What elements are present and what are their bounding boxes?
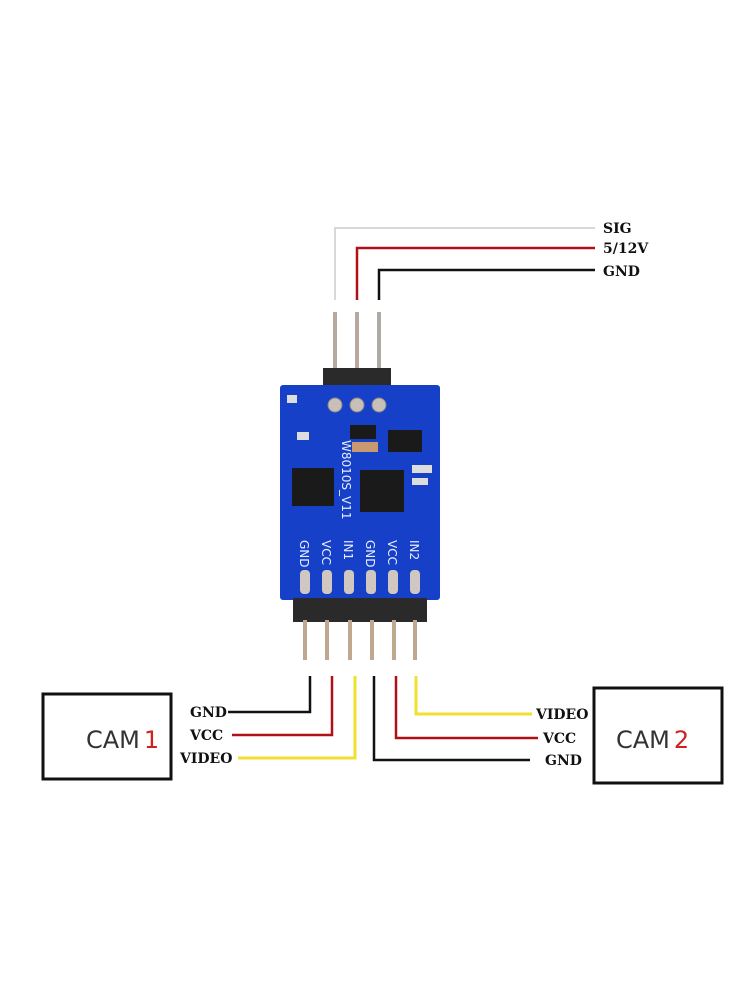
top-wires: [334, 227, 595, 300]
bottom-silk-labels: GND VCC IN1 GND VCC IN2: [297, 540, 421, 568]
cam2-number: 2: [674, 726, 689, 754]
cam1-label-gnd: GND: [190, 705, 227, 721]
cam1-number: 1: [144, 726, 159, 754]
sig-wire: [334, 227, 595, 300]
cam2-label-gnd: GND: [545, 753, 582, 769]
top-pin-header: [323, 312, 391, 390]
cam2-wires: [372, 676, 538, 762]
bottom-pin-header: [293, 598, 427, 660]
silk-in2: IN2: [407, 540, 421, 560]
silk-vcc-1: VCC: [319, 540, 333, 565]
label-sig: SIG: [603, 221, 632, 237]
cam1-wires: [228, 676, 357, 760]
silk-vcc-2: VCC: [385, 540, 399, 565]
board-model-label: W8010S_V11: [339, 440, 353, 520]
cam2-label-video: VIDEO: [535, 707, 588, 723]
pcb-board: W8010S_V11 GND VCC IN1 GND VCC IN2: [280, 385, 440, 600]
cam2-name: CAM: [616, 726, 670, 754]
power-wire: [355, 246, 595, 300]
cam1-name: CAM: [86, 726, 140, 754]
cam1-label-vcc: VCC: [189, 728, 223, 744]
cam1-label-video: VIDEO: [179, 751, 232, 767]
silk-in1: IN1: [341, 540, 355, 560]
silk-gnd-2: GND: [363, 540, 377, 568]
gnd-wire-top: [377, 268, 595, 300]
cam2-label-vcc: VCC: [542, 731, 576, 747]
label-power: 5/12V: [603, 241, 649, 257]
label-gnd-top: GND: [603, 264, 640, 280]
silk-gnd-1: GND: [297, 540, 311, 568]
